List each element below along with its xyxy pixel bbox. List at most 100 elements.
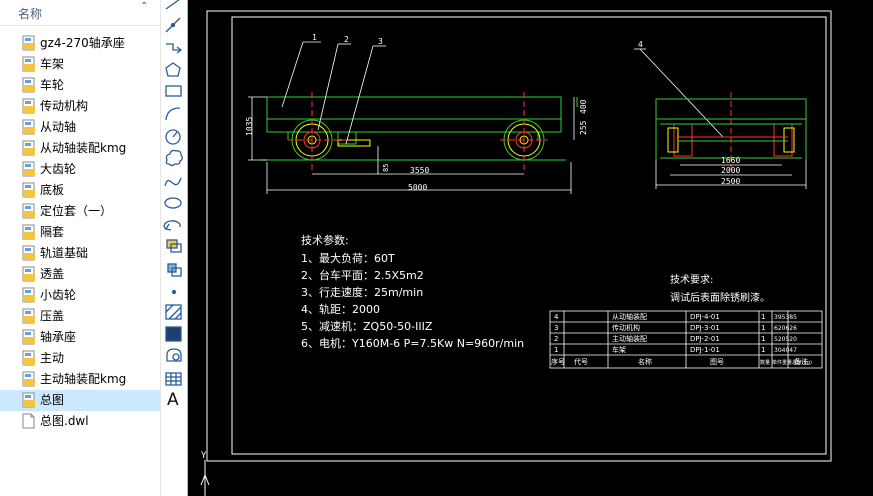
tech-params-title: 技术参数: [301, 233, 349, 247]
dwg-file-icon [22, 392, 36, 408]
file-name: 轴承座 [40, 330, 77, 344]
dwg-file-icon [22, 245, 36, 261]
dwg-file-icon [22, 371, 36, 387]
circle-icon[interactable] [165, 129, 181, 145]
file-name: 总图.dwl [40, 414, 89, 428]
dwg-file-icon [22, 77, 36, 93]
text-icon[interactable]: A [167, 390, 179, 410]
bom-cell-name: 从动轴装配 [612, 312, 647, 321]
file-list-item[interactable]: 小齿轮 [0, 285, 160, 306]
file-list-item[interactable]: 轨道基础 [0, 243, 160, 264]
make-block-icon[interactable] [167, 263, 182, 277]
dwg-file-icon [22, 287, 36, 303]
bom-cell-qty: 1 [761, 324, 765, 332]
file-name: 压盖 [40, 309, 65, 323]
file-list-item[interactable]: 定位套（一） [0, 201, 160, 222]
point-icon[interactable] [171, 289, 177, 295]
file-name: 从动轴装配kmg [40, 141, 127, 155]
spline-icon[interactable] [164, 177, 182, 187]
file-name: 车架 [40, 57, 65, 71]
balloon-2: 2 [344, 35, 349, 44]
tech-params: 技术参数: 1、最大负荷：60T 2、台车平面：2.5X5m2 3、行走速度：2… [301, 233, 524, 350]
tech-param-1: 1、最大负荷：60T [301, 251, 395, 265]
bom-cell-no: 2 [554, 335, 558, 343]
ellipse-arc-icon[interactable] [163, 220, 181, 231]
file-list-item[interactable]: 主动轴装配kmg [0, 369, 160, 390]
file-list-item[interactable]: 透盖 [0, 264, 160, 285]
file-name: 小齿轮 [40, 288, 77, 302]
file-list-item[interactable]: 主动 [0, 348, 160, 369]
file-name: 大齿轮 [40, 162, 77, 176]
file-list-item[interactable]: 隔套 [0, 222, 160, 243]
ellipse-icon[interactable] [164, 197, 182, 209]
file-list-item[interactable]: 大齿轮 [0, 159, 160, 180]
polygon-icon[interactable] [165, 62, 181, 77]
region-icon[interactable] [166, 348, 182, 362]
rectangle-icon[interactable] [165, 85, 182, 97]
tech-param-3: 3、行走速度：25m/min [301, 285, 423, 299]
dwg-file-icon [22, 56, 36, 72]
bom-cell-name: 车架 [612, 345, 626, 354]
drawing-canvas[interactable]: 5000 3550 1035 400 255 85 1 2 3 4 [188, 0, 873, 496]
bom-cell-drawing: DPJ-3-01 [690, 324, 720, 332]
arc-icon[interactable] [165, 107, 181, 121]
draw-toolbar-icons [163, 0, 183, 386]
file-list-item[interactable]: 从动轴 [0, 117, 160, 138]
construction-line-icon[interactable] [165, 17, 181, 33]
dwg-file-icon [22, 119, 36, 135]
dwg-file-icon [22, 182, 36, 198]
file-name: 隔套 [40, 225, 65, 239]
bom-cell-no: 4 [554, 313, 559, 321]
gradient-icon[interactable] [165, 326, 182, 342]
file-list-item[interactable]: 车架 [0, 54, 160, 75]
file-name: 透盖 [40, 267, 65, 281]
file-list-item[interactable]: 从动轴装配kmg [0, 138, 160, 159]
file-list: gz4-270轴承座车架车轮传动机构从动轴从动轴装配kmg 大齿轮底板定位套（一）… [0, 33, 160, 432]
file-name: 底板 [40, 183, 65, 197]
line-icon[interactable] [165, 0, 180, 10]
bom-cell-weight: 620626 [774, 325, 797, 332]
file-list-item[interactable]: gz4-270轴承座 [0, 33, 160, 54]
inner-frame [231, 16, 827, 455]
file-list-item[interactable]: 总图.dwl [0, 411, 160, 432]
file-name: 主动轴装配kmg [40, 372, 127, 386]
bom-header-no: 序号 [551, 357, 565, 366]
tech-param-2: 2、台车平面：2.5X5m2 [301, 268, 424, 282]
dwg-file-icon [22, 266, 36, 282]
dim-overall-length: 5000 [408, 183, 427, 192]
bom-cell-drawing: DPJ-1-01 [690, 346, 720, 354]
bom-cell-weight: 395385 [774, 314, 797, 321]
file-list-item[interactable]: 传动机构 [0, 96, 160, 117]
bom-header-name: 名称 [638, 357, 652, 366]
bom-cell-qty: 1 [761, 313, 765, 321]
dim-h1: 400 [579, 99, 588, 114]
table-icon[interactable] [165, 372, 182, 386]
file-list-item[interactable]: 底板 [0, 180, 160, 201]
cad-drawing: 5000 3550 1035 400 255 85 1 2 3 4 [200, 10, 832, 496]
dwg-file-icon [22, 35, 36, 51]
revision-cloud-icon[interactable] [165, 149, 183, 167]
hatch-icon[interactable] [165, 304, 182, 320]
file-name: 从动轴 [40, 120, 77, 134]
dwg-file-icon [22, 224, 36, 240]
file-list-item[interactable]: 压盖 [0, 306, 160, 327]
bom-cell-qty: 1 [761, 346, 765, 354]
dwg-file-icon [22, 203, 36, 219]
bom-cell-no: 3 [554, 324, 558, 332]
polyline-icon[interactable] [166, 43, 183, 54]
dwg-file-icon [22, 308, 36, 324]
bom-header-qty: 数量 [760, 359, 770, 366]
file-list-item[interactable]: 总图 [0, 390, 160, 411]
insert-block-icon[interactable] [166, 239, 182, 253]
bom-cell-drawing: DPJ-4-01 [690, 313, 720, 321]
file-list-item[interactable]: 轴承座 [0, 327, 160, 348]
file-explorer-panel: 名称 ⌃ gz4-270轴承座车架车轮传动机构从动轴从动轴装配kmg 大齿轮底板定… [0, 0, 161, 496]
file-list-item[interactable]: 车轮 [0, 75, 160, 96]
bom-header-drawing: 图号 [710, 358, 724, 366]
name-column-header[interactable]: 名称 ⌃ [0, 0, 160, 26]
bom-cell-weight: 520520 [774, 336, 797, 343]
sort-caret-icon[interactable]: ⌃ [140, 1, 149, 12]
bom-cell-no: 1 [554, 346, 558, 354]
bom-table [549, 310, 823, 369]
tech-param-4: 4、轨距：2000 [301, 302, 380, 316]
